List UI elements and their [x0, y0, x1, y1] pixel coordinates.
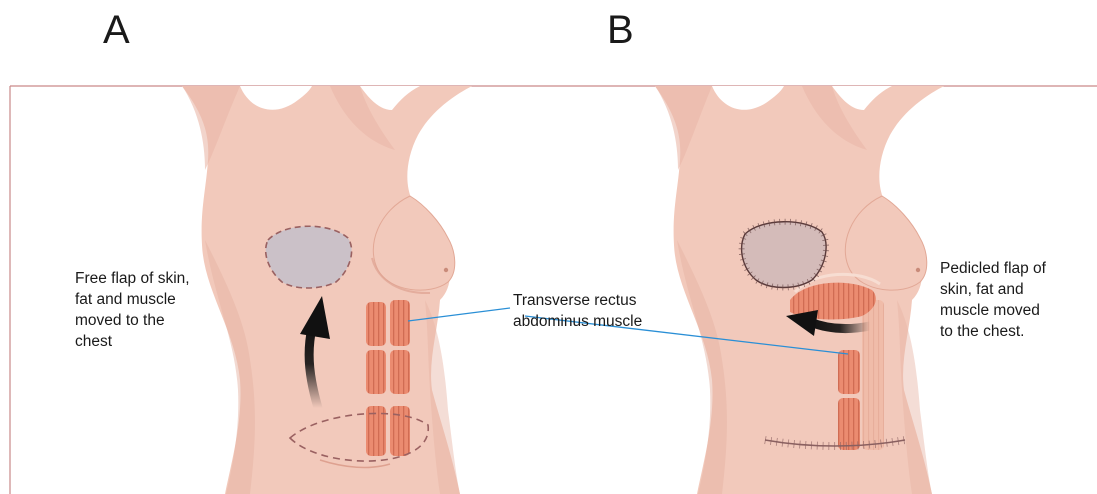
torso-a — [182, 86, 472, 494]
pedicled-flap-label: Pedicled flap of skin, fat and muscle mo… — [940, 258, 1090, 342]
flap-recipient-site-a — [266, 226, 352, 288]
pedicled-flap-b — [742, 222, 826, 288]
free-flap-label: Free flap of skin, fat and muscle moved … — [75, 268, 225, 352]
muscle-label: Transverse rectus abdominus muscle — [513, 290, 673, 332]
torso-b — [655, 86, 944, 494]
